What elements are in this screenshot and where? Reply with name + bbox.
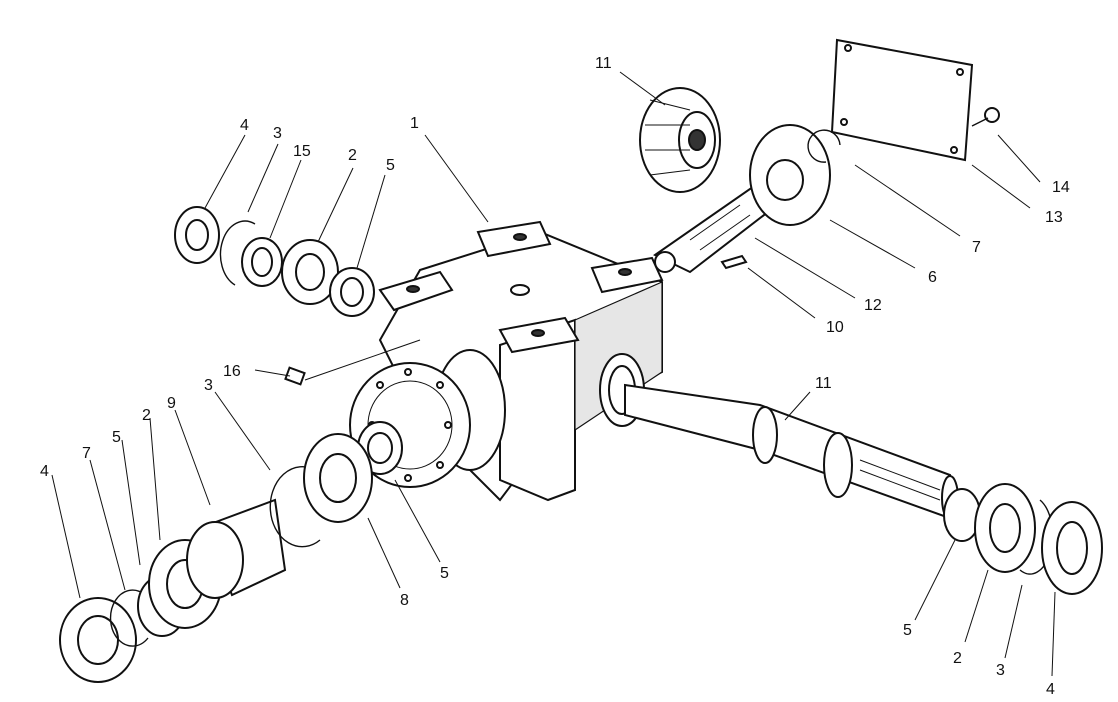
- callout-5-upper: 5: [386, 157, 395, 174]
- screw: [971, 107, 1000, 127]
- callout-2-lower: 2: [142, 407, 151, 424]
- circlip-upper: [807, 129, 841, 163]
- upper-left-bearing-group: [174, 206, 375, 317]
- callout-6: 6: [928, 269, 937, 286]
- callout-5-middle: 5: [440, 565, 449, 582]
- bevel-gear: [639, 87, 721, 193]
- callout-5-lower: 5: [112, 429, 121, 446]
- callout-4-lower: 4: [40, 463, 49, 480]
- callout-3-right: 3: [996, 662, 1005, 679]
- callout-13: 13: [1045, 209, 1063, 226]
- leader-lines: [51, 71, 1056, 677]
- callout-2-right: 2: [953, 650, 962, 667]
- key: [720, 254, 748, 270]
- callout-9: 9: [167, 395, 176, 412]
- callout-7-lower: 7: [82, 445, 91, 462]
- input-flange: [349, 349, 506, 488]
- callout-3-upper: 3: [273, 125, 282, 142]
- cover-plate: [830, 38, 974, 162]
- callout-11-output-shaft: 11: [815, 375, 832, 392]
- callout-11-bevel-gear: 11: [595, 55, 612, 72]
- pinion-shaft: [653, 124, 831, 274]
- lower-right-bearing-group: [943, 483, 1103, 595]
- callout-10: 10: [826, 319, 844, 336]
- callout-14: 14: [1052, 179, 1070, 196]
- output-shaft: [624, 383, 959, 522]
- callout-5-right: 5: [903, 622, 912, 639]
- callout-labels: 1 11 4 3 15 2 5 14 13 7 6 12 10 11 16 3 …: [40, 55, 1070, 698]
- callout-3-lower: 3: [204, 377, 213, 394]
- callout-16: 16: [223, 363, 241, 380]
- callout-4-upper: 4: [240, 117, 249, 134]
- callout-8: 8: [400, 592, 409, 609]
- callout-2-upper: 2: [348, 147, 357, 164]
- lower-left-bearing-group: [59, 433, 373, 683]
- callout-15: 15: [293, 143, 311, 160]
- callout-7-upper: 7: [972, 239, 981, 256]
- vent-plug: [284, 339, 421, 386]
- callout-4-right: 4: [1046, 681, 1055, 698]
- callout-12: 12: [864, 297, 882, 314]
- callout-1-housing: 1: [410, 115, 419, 132]
